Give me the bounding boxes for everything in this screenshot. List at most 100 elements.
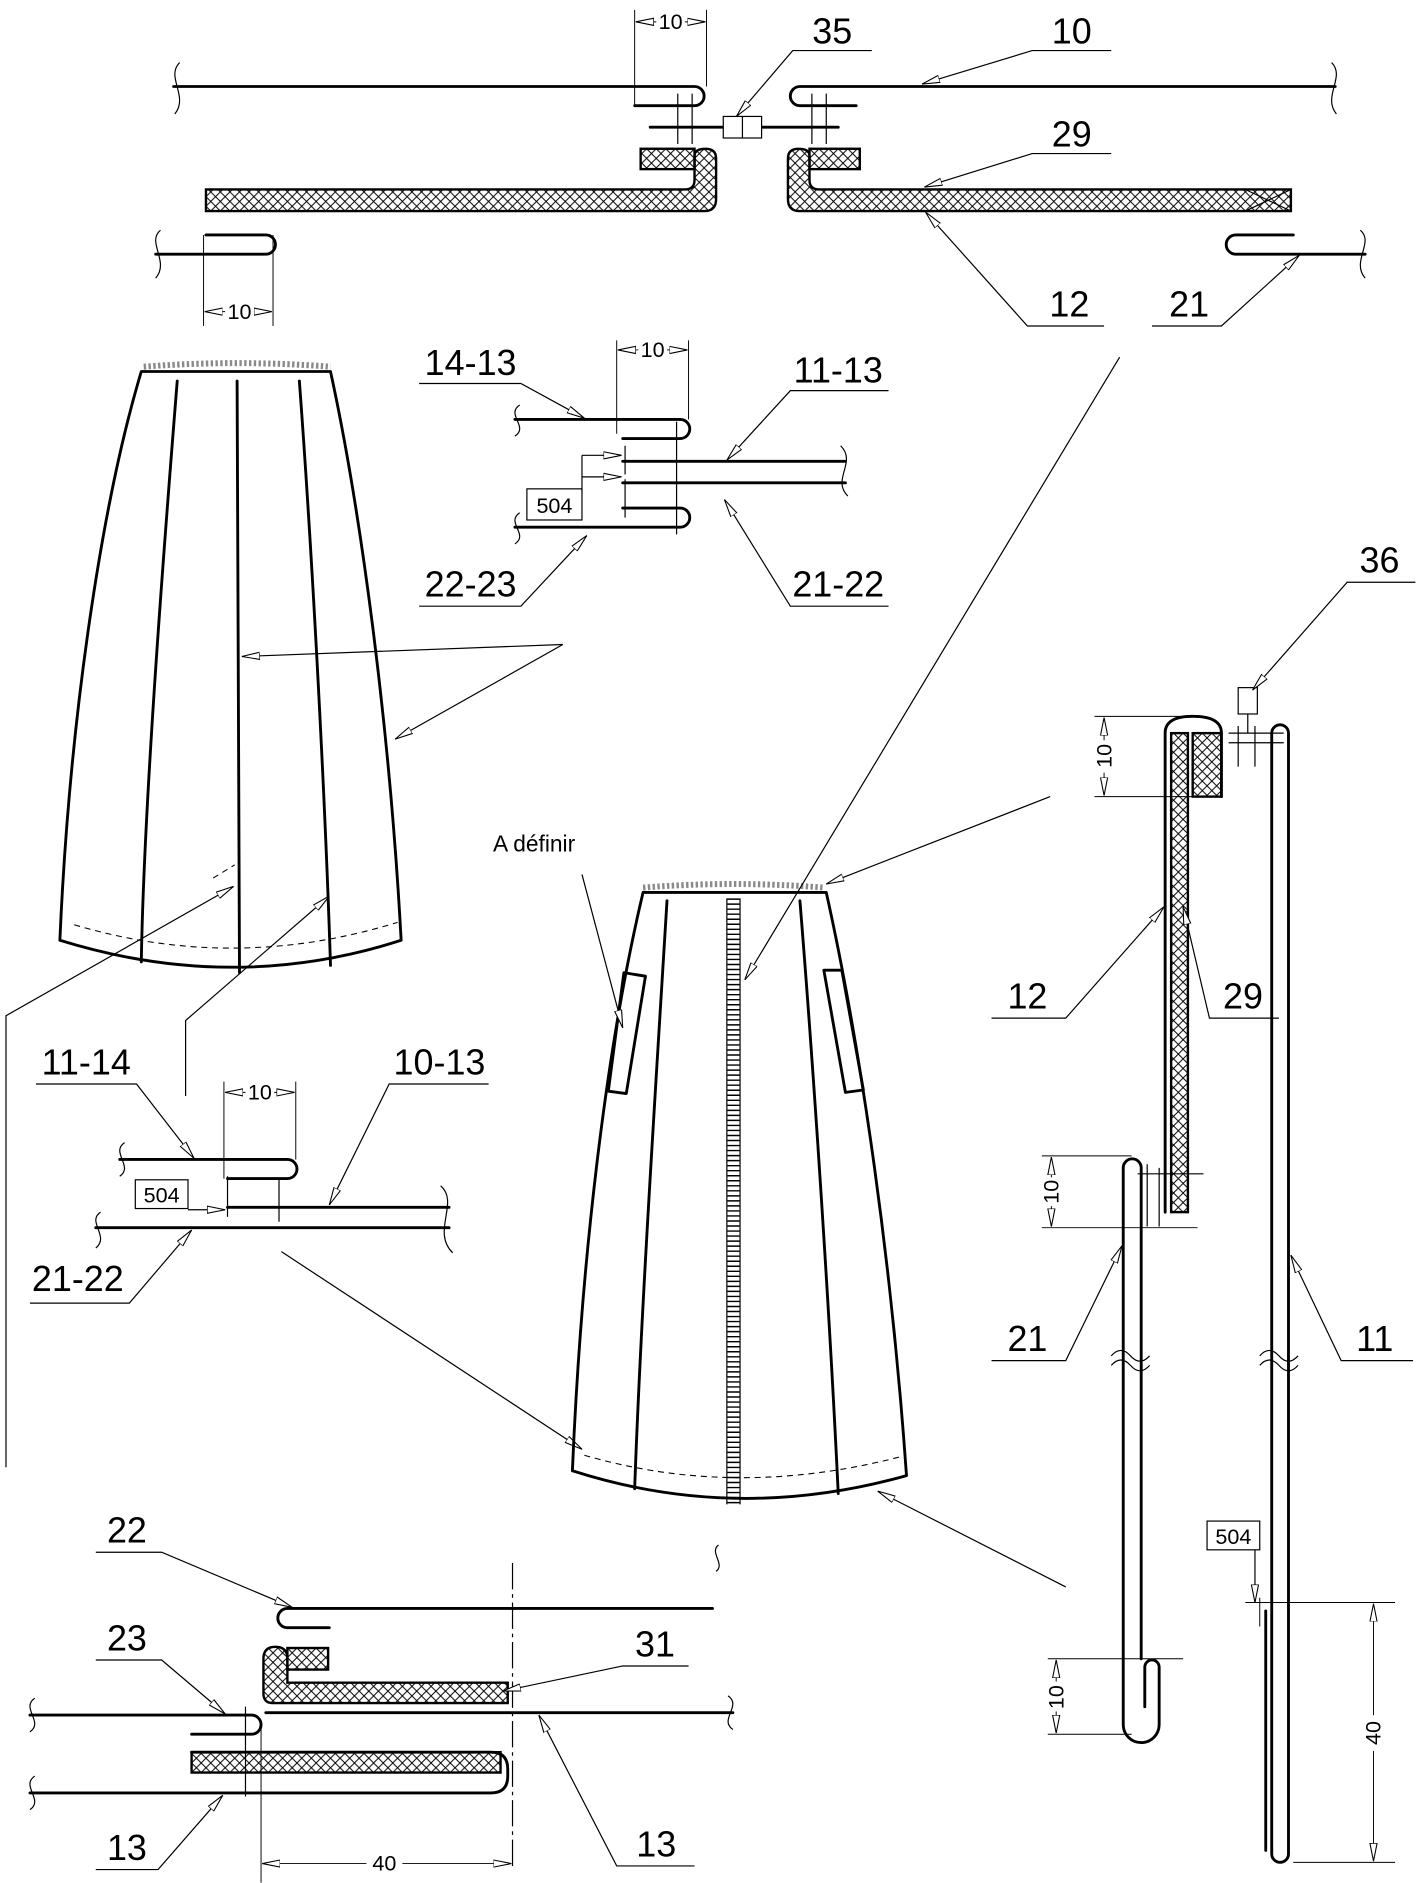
interfacing-block <box>1191 731 1223 798</box>
stitch-type-box <box>134 1179 189 1210</box>
lining-21-right-fold <box>1224 233 1367 256</box>
panel-11 <box>1270 723 1290 1864</box>
dimension-extension-lines <box>223 1081 297 1179</box>
leader-line <box>419 382 584 419</box>
facing-12-left <box>204 147 718 213</box>
dimension-value: 40 <box>1361 1721 1386 1745</box>
callout-12: 12 <box>926 212 1105 327</box>
stitch-lines <box>226 1176 280 1222</box>
skirt-front-view <box>5 360 564 1468</box>
panel-seam <box>297 379 332 967</box>
callout-label: 29 <box>1052 113 1092 154</box>
leader-line <box>1151 255 1299 327</box>
waistband <box>143 360 331 370</box>
leader-line <box>95 1659 225 1714</box>
callout-35: 35 <box>736 10 872 116</box>
leader-line <box>419 536 587 607</box>
interfacing-block <box>639 147 696 171</box>
callout-11: 11 <box>1290 1255 1414 1362</box>
leader-line <box>922 49 1112 85</box>
callout-label: 35 <box>812 10 852 51</box>
pocket-right <box>822 968 865 1094</box>
stitch-lines <box>1137 1164 1204 1227</box>
callout-23: 23 <box>95 1617 225 1714</box>
skirt-outline <box>58 370 403 969</box>
interfacing-block <box>286 1646 330 1671</box>
dimension-value: 10 <box>228 299 252 324</box>
callout-label: 11-14 <box>42 1041 131 1082</box>
pointer-line <box>242 643 563 657</box>
panel-22-fold <box>276 1607 714 1630</box>
break-mark <box>1359 229 1366 279</box>
dimension-value: 40 <box>372 1851 396 1876</box>
dimension-value: 10 <box>1091 744 1116 768</box>
break-mark <box>1110 1349 1151 1372</box>
panel-seam <box>633 899 669 1491</box>
hem-stitch-line <box>584 1454 902 1479</box>
break-mark <box>29 1775 36 1811</box>
stitch-lines <box>624 421 678 535</box>
panel-10-right-fold <box>788 85 1337 108</box>
callout-label: 21 <box>1007 1318 1047 1359</box>
break-mark <box>29 1697 36 1733</box>
dimension-extension-lines <box>1094 715 1198 798</box>
stitch-type-box <box>1206 1520 1261 1551</box>
panel-11-13 <box>621 459 847 485</box>
dimension-extension-lines <box>1245 1597 1396 1863</box>
panel-10-left-fold <box>172 85 706 108</box>
stitch-type-label: 504 <box>144 1183 180 1208</box>
facing-12 <box>1163 714 1223 1214</box>
callout-label: 12 <box>1049 283 1089 324</box>
interfacing-cross <box>1245 188 1292 212</box>
facing-31 <box>262 1645 509 1705</box>
leader-line <box>95 1795 223 1871</box>
detail-hem-vent: 40 22 23 31 13 13 <box>28 1510 735 1883</box>
callout-label: 31 <box>635 1623 675 1664</box>
callout-22-23: 22-23 <box>419 536 587 607</box>
pointer-line <box>395 644 564 740</box>
callout-10: 10 <box>922 10 1112 85</box>
callout-label: 29 <box>1223 976 1263 1017</box>
leader-line <box>538 1715 695 1867</box>
break-mark <box>514 404 521 437</box>
callout-label: 13 <box>107 1827 147 1868</box>
callout-label: 22-23 <box>425 564 517 605</box>
dimension-extension-lines <box>616 340 690 434</box>
dimension-extension-lines <box>1041 1155 1198 1229</box>
break-mark <box>1259 1349 1299 1372</box>
vent-mark <box>212 864 235 879</box>
pointer-line <box>281 1251 582 1450</box>
callout-36: 36 <box>1253 540 1416 690</box>
callout-21: 21 <box>991 1246 1123 1362</box>
leader-line <box>991 907 1164 1019</box>
callout-label: 36 <box>1360 540 1400 581</box>
pointer-line <box>826 796 1051 885</box>
pointer-line <box>878 1490 1067 1588</box>
detail-panel-seam: 10 504 14-13 11-13 22-23 21-22 <box>419 337 889 607</box>
dimension-value: 10 <box>1043 1685 1068 1709</box>
lining-21-left-fold <box>154 233 277 256</box>
note-label: A définir <box>493 831 576 857</box>
panel-22-23-fold <box>513 506 692 529</box>
pointer-line <box>185 896 330 1096</box>
break-mark <box>1331 62 1337 115</box>
break-mark <box>727 1695 734 1730</box>
dimension-value: 10 <box>248 1080 272 1105</box>
callout-label: 23 <box>107 1617 147 1658</box>
callout-31: 31 <box>503 1623 689 1692</box>
dimension-value: 10 <box>641 337 665 362</box>
callout-13-right: 13 <box>538 1715 695 1867</box>
leader-line <box>1290 1255 1414 1362</box>
callout-label: 21-22 <box>32 1258 124 1299</box>
break-mark <box>840 445 849 497</box>
callout-21: 21 <box>1151 255 1299 327</box>
leader-line <box>727 390 889 460</box>
callout-29: 29 <box>1182 907 1279 1019</box>
zipper-edges <box>726 898 741 1505</box>
pointer-line <box>744 356 1121 980</box>
callout-12: 12 <box>991 907 1164 1019</box>
break-mark <box>714 1544 720 1572</box>
break-mark <box>155 229 162 279</box>
panel-14-13-fold <box>513 417 692 440</box>
callout-label: 10-13 <box>394 1041 486 1082</box>
